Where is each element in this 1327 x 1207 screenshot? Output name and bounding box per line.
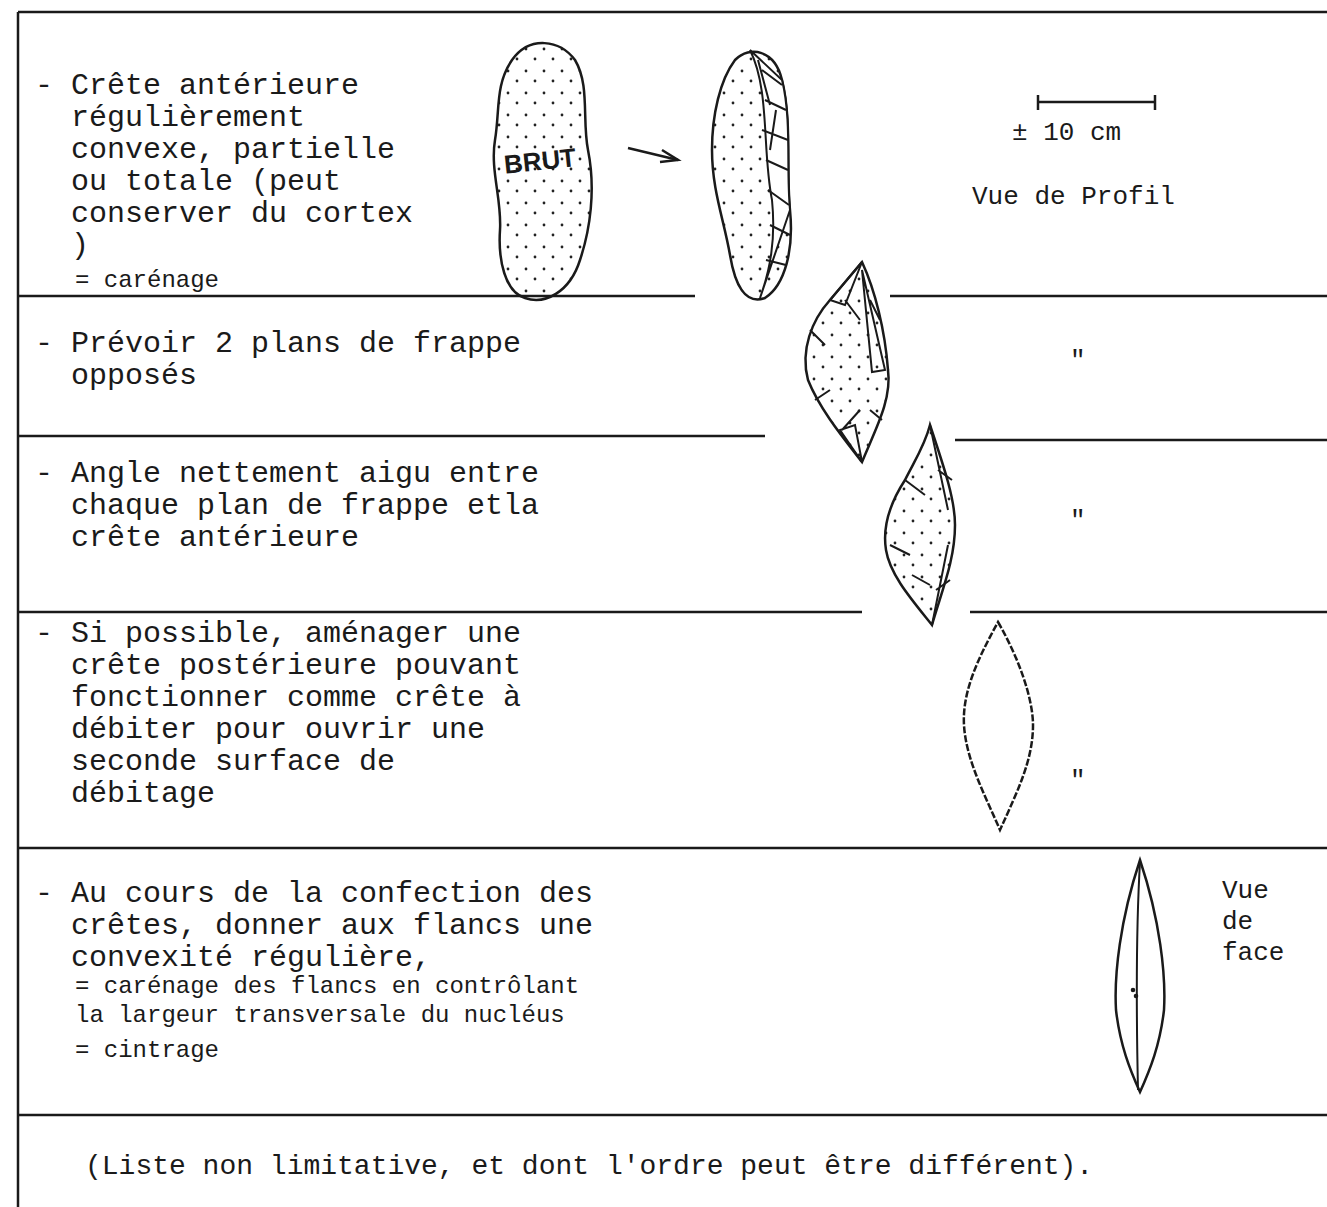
- arrow-head: [660, 150, 678, 162]
- equivalence-note: = carénage: [75, 266, 219, 295]
- frame-left: [17, 12, 20, 1207]
- dot: [1132, 989, 1135, 992]
- core-outline: [805, 262, 888, 462]
- ditto-mark: ": [1070, 506, 1086, 537]
- step-text: - Au cours de la confection des crêtes, …: [35, 878, 611, 974]
- core-acute-angle: [885, 425, 955, 625]
- core-anterior-crest: [712, 50, 791, 299]
- ditto-mark: ": [1070, 766, 1086, 797]
- step-text: - Prévoir 2 plans de frappe opposés: [35, 328, 539, 392]
- step-text: - Si possible, aménager une crête postér…: [35, 618, 539, 810]
- scar-lines: [810, 262, 885, 462]
- view-caption: Vue de face: [1222, 876, 1284, 969]
- arrow: [628, 148, 678, 162]
- ditto-mark: ": [1070, 346, 1086, 377]
- frame: [18, 12, 1327, 1207]
- core-outline: [885, 425, 955, 625]
- row-rule: [18, 295, 695, 298]
- step-text: - Crête antérieure régulièrement convexe…: [35, 70, 440, 262]
- footnote: (Liste non limitative, et dont l'ordre p…: [85, 1150, 1093, 1184]
- row-rule: [18, 847, 1327, 850]
- scale-line: [1038, 101, 1155, 104]
- scar-lines: [890, 425, 952, 625]
- scale-bar: [1038, 95, 1155, 110]
- equivalence-note: = cintrage: [75, 1036, 219, 1065]
- core-outline: [1116, 860, 1165, 1092]
- scar-lines: [758, 60, 790, 265]
- core-bifacial-outline: [964, 622, 1033, 830]
- frame-top: [18, 11, 1327, 14]
- view-caption: Vue de Profil: [972, 182, 1175, 213]
- raw-nodule: [494, 43, 592, 300]
- dot: [1135, 995, 1138, 998]
- row-rule: [970, 611, 1327, 614]
- scale-value: ± 10 cm: [1012, 118, 1121, 149]
- scale-tick: [1037, 95, 1040, 110]
- row-rule: [890, 295, 1327, 298]
- scale-tick: [1154, 95, 1157, 110]
- row-rule: [18, 1114, 1327, 1117]
- equivalence-note: = carénage des flancs en contrôlant la l…: [75, 972, 593, 1030]
- step-text: - Angle nettement aigu entre chaque plan…: [35, 458, 566, 554]
- crest-line: [1137, 862, 1140, 1090]
- core-front-view: [1116, 860, 1165, 1092]
- row-rule: [18, 435, 765, 438]
- row-rule: [955, 439, 1327, 442]
- crest-scars: [750, 50, 790, 298]
- row-rule: [18, 611, 862, 614]
- core-two-platforms: [805, 262, 888, 462]
